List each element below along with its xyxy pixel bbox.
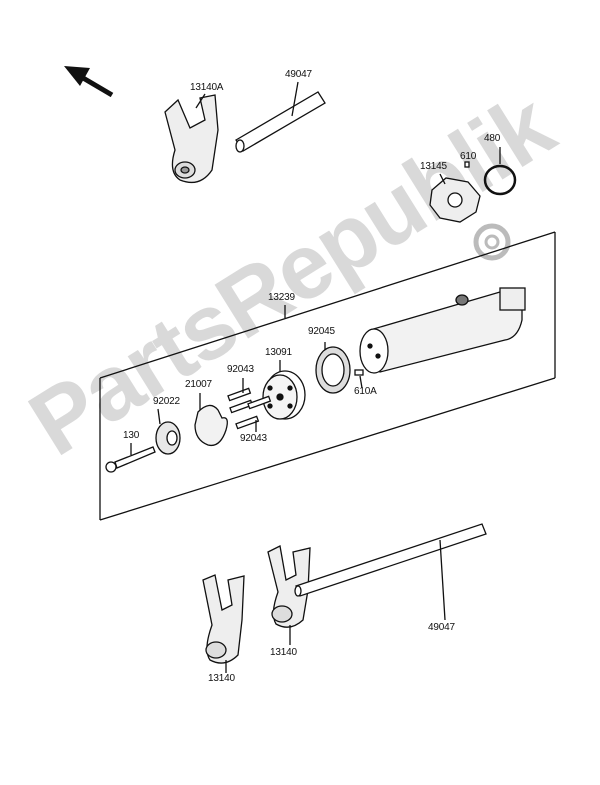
shift-fork-13140A: [164, 94, 219, 184]
pins-92043: [227, 378, 272, 432]
label-92045: 92045: [308, 326, 335, 337]
label-610A: 610A: [354, 386, 377, 397]
pin-610A: [354, 369, 364, 389]
label-21007: 21007: [185, 379, 212, 390]
circlip-480: [483, 147, 517, 196]
label-92043-upper: 92043: [227, 364, 254, 375]
front-arrow-icon: [64, 66, 114, 98]
shaft-49047-bottom: [294, 523, 487, 621]
gear-watermark-icon: [473, 223, 511, 261]
label-480: 480: [484, 133, 501, 144]
label-13140A: 13140A: [190, 82, 224, 93]
label-92022: 92022: [153, 396, 180, 407]
shaft-49047-top: [235, 81, 326, 153]
label-610: 610: [460, 151, 477, 162]
shift-fork-13140-left: [202, 574, 245, 673]
label-92043-lower: 92043: [240, 433, 267, 444]
label-49047-bottom: 49047: [428, 622, 455, 633]
plate-21007: [194, 393, 228, 447]
label-13239: 13239: [268, 292, 295, 303]
holder-13091: [262, 360, 306, 420]
bolt-130: [105, 443, 156, 473]
label-13140-right: 13140: [270, 647, 297, 658]
bearing-92045: [315, 342, 351, 394]
shift-drum: [359, 287, 526, 374]
shift-fork-13140-right: [267, 545, 311, 645]
label-49047-top: 49047: [285, 69, 312, 80]
washer-92022: [155, 408, 181, 455]
label-130: 130: [123, 430, 140, 441]
plate-13145: [429, 173, 481, 223]
drum-assembly-box: [99, 231, 556, 521]
pin-610: [464, 161, 470, 168]
label-13145: 13145: [420, 161, 447, 172]
label-13140-left: 13140: [208, 673, 235, 684]
label-13091: 13091: [265, 347, 292, 358]
